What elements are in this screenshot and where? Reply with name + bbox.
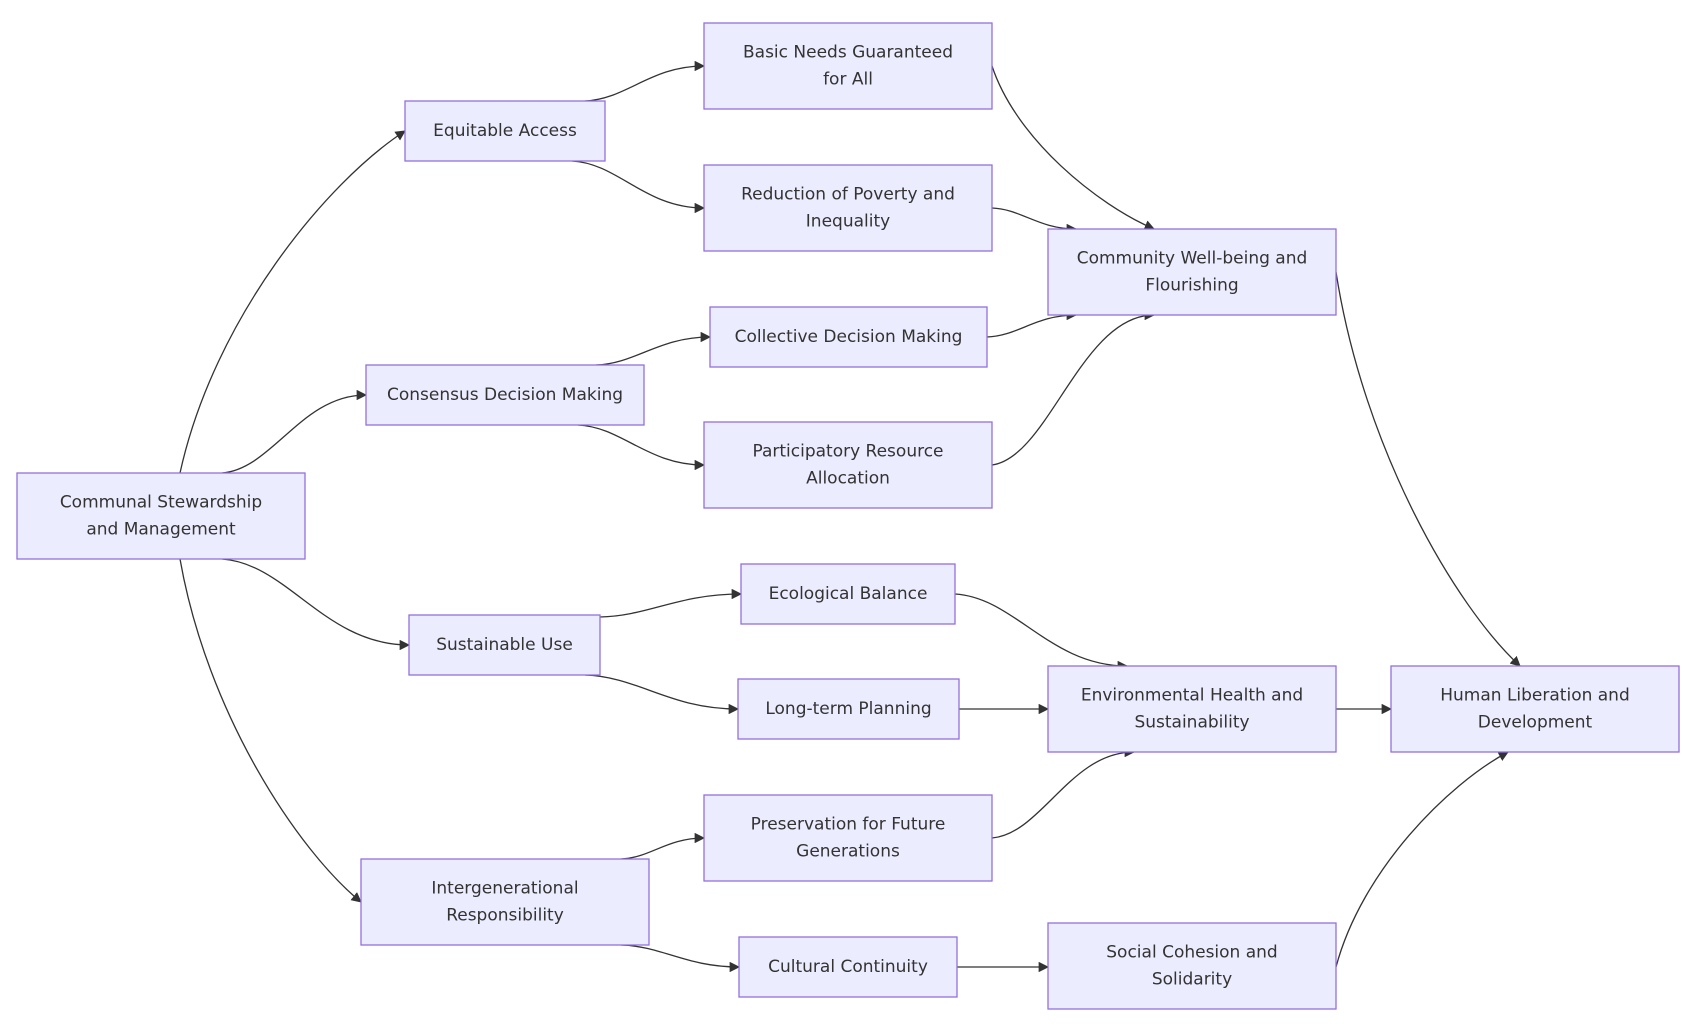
node-longterm: Long-term Planning [737, 678, 960, 740]
edge-social-to-liberation [1335, 751, 1509, 968]
node-label: Flourishing [1145, 276, 1238, 296]
edge-poverty-to-community [991, 207, 1078, 235]
node-label: for All [823, 70, 873, 90]
node-label: Basic Needs Guaranteed [743, 43, 953, 63]
edge-intergen-to-cultural [620, 944, 741, 973]
edge-ecological-to-environmental [954, 593, 1129, 672]
node-box [1047, 922, 1337, 1010]
node-label: Ecological Balance [769, 584, 928, 604]
node-box [737, 678, 960, 740]
node-label: Intergenerational [431, 879, 578, 899]
edge-consensus-to-collective [595, 331, 712, 366]
node-box [709, 306, 988, 368]
node-box [365, 364, 645, 426]
node-label: Cultural Continuity [768, 957, 928, 977]
node-consensus: Consensus Decision Making [365, 364, 645, 426]
node-box [16, 472, 306, 560]
edge-community-to-liberation [1335, 271, 1521, 667]
node-ecological: Ecological Balance [740, 563, 956, 625]
edge-stewardship-to-equitable [179, 130, 406, 474]
node-cultural: Cultural Continuity [738, 936, 958, 998]
node-label: Development [1478, 713, 1593, 733]
node-box [408, 614, 601, 676]
node-label: Solidarity [1152, 970, 1232, 990]
node-equitable: Equitable Access [404, 100, 606, 162]
node-box [703, 22, 993, 110]
node-sustainable: Sustainable Use [408, 614, 601, 676]
edge-basic-to-community [991, 65, 1155, 231]
edge-sustainable-to-longterm [584, 674, 740, 715]
node-label: Generations [796, 842, 900, 862]
node-box [1390, 665, 1680, 753]
node-label: Allocation [806, 469, 890, 489]
node-label: Participatory Resource [752, 442, 943, 462]
node-label: Responsibility [446, 906, 564, 926]
node-box [703, 164, 993, 252]
edge-participatory-to-community [991, 309, 1156, 466]
edge-stewardship-to-consensus [221, 389, 368, 474]
node-box [1047, 228, 1337, 316]
edge-stewardship-to-intergen [179, 558, 362, 903]
node-label: Social Cohesion and [1106, 943, 1277, 963]
node-label: Communal Stewardship [60, 493, 262, 513]
node-label: Sustainability [1134, 713, 1249, 733]
node-label: Environmental Health and [1081, 686, 1303, 706]
edge-preservation-to-environmental [991, 746, 1136, 839]
edge-intergen-to-preservation [620, 832, 706, 860]
node-label: Reduction of Poverty and [741, 185, 955, 205]
edge-collective-to-community [986, 309, 1078, 338]
edge-sustainable-to-ecological [599, 588, 743, 618]
node-label: Long-term Planning [765, 699, 931, 719]
node-label: Inequality [806, 212, 890, 232]
node-label: Equitable Access [433, 121, 577, 141]
node-label: Community Well-being and [1077, 249, 1308, 269]
edge-stewardship-to-sustainable [221, 558, 411, 651]
node-box [703, 421, 993, 509]
edge-consensus-to-participatory [577, 424, 706, 471]
node-label: Preservation for Future [751, 815, 946, 835]
node-label: Collective Decision Making [735, 327, 963, 347]
node-box [360, 858, 650, 946]
nodes-layer: Communal Stewardship and Management Equita… [16, 22, 1680, 1010]
node-box [404, 100, 606, 162]
node-stewardship: Communal Stewardship and Management [16, 472, 306, 560]
node-box [1047, 665, 1337, 753]
node-label: Sustainable Use [436, 635, 573, 655]
edge-equitable-to-poverty [571, 160, 706, 214]
edge-equitable-to-basic [584, 60, 706, 102]
node-label: and Management [86, 520, 236, 540]
node-box [740, 563, 956, 625]
node-basic: Basic Needs Guaranteed for All [703, 22, 993, 110]
node-label: Consensus Decision Making [387, 385, 623, 405]
node-box [738, 936, 958, 998]
node-box [703, 794, 993, 882]
node-collective: Collective Decision Making [709, 306, 988, 368]
node-label: Human Liberation and [1440, 686, 1630, 706]
